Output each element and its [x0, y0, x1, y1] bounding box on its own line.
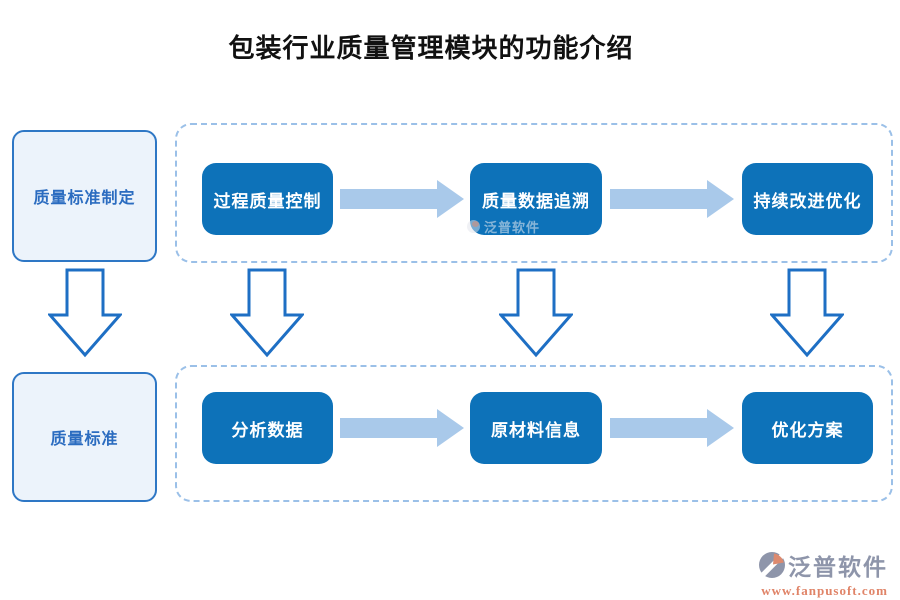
brand-name: 泛普软件 [788, 554, 888, 580]
bottom-flow-panel [175, 365, 893, 502]
down-arrow-icon [499, 268, 573, 358]
right-arrow-icon [610, 409, 734, 447]
right-arrow-icon [610, 180, 734, 218]
step-label: 过程质量控制 [213, 191, 322, 211]
top-flow-panel [175, 123, 893, 263]
step-optimization-plan: 优化方案 [742, 392, 873, 464]
step-raw-material-info: 原材料信息 [470, 392, 602, 464]
step-label: 持续改进优化 [753, 191, 862, 211]
watermark-logo-icon [467, 220, 480, 233]
step-process-quality-control: 过程质量控制 [202, 163, 333, 235]
box-label: 质量标准制定 [33, 190, 136, 207]
box-label: 质量标准 [50, 431, 119, 448]
step-quality-data-trace: 质量数据追溯 [470, 163, 602, 235]
right-arrow-icon [340, 409, 464, 447]
watermark-text: 泛普软件 [484, 220, 541, 235]
step-continuous-improvement: 持续改进优化 [742, 163, 873, 235]
down-arrow-icon [230, 268, 304, 358]
step-analyze-data: 分析数据 [202, 392, 333, 464]
brand-logo: 泛普软件 www.fanpusoft.com [738, 548, 888, 599]
step-label: 分析数据 [231, 420, 304, 440]
box-quality-standard-setting: 质量标准制定 [12, 130, 157, 262]
step-label: 优化方案 [771, 420, 844, 440]
watermark: 泛普软件 [467, 217, 540, 236]
step-label: 原材料信息 [491, 420, 581, 440]
box-quality-standard: 质量标准 [12, 372, 157, 502]
down-arrow-icon [48, 268, 122, 358]
brand-url: www.fanpusoft.com [761, 583, 888, 598]
brand-logo-icon [759, 552, 785, 578]
page-title: 包装行业质量管理模块的功能介绍 [228, 34, 634, 64]
right-arrow-icon [340, 180, 464, 218]
step-label: 质量数据追溯 [482, 191, 590, 211]
down-arrow-icon [770, 268, 844, 358]
